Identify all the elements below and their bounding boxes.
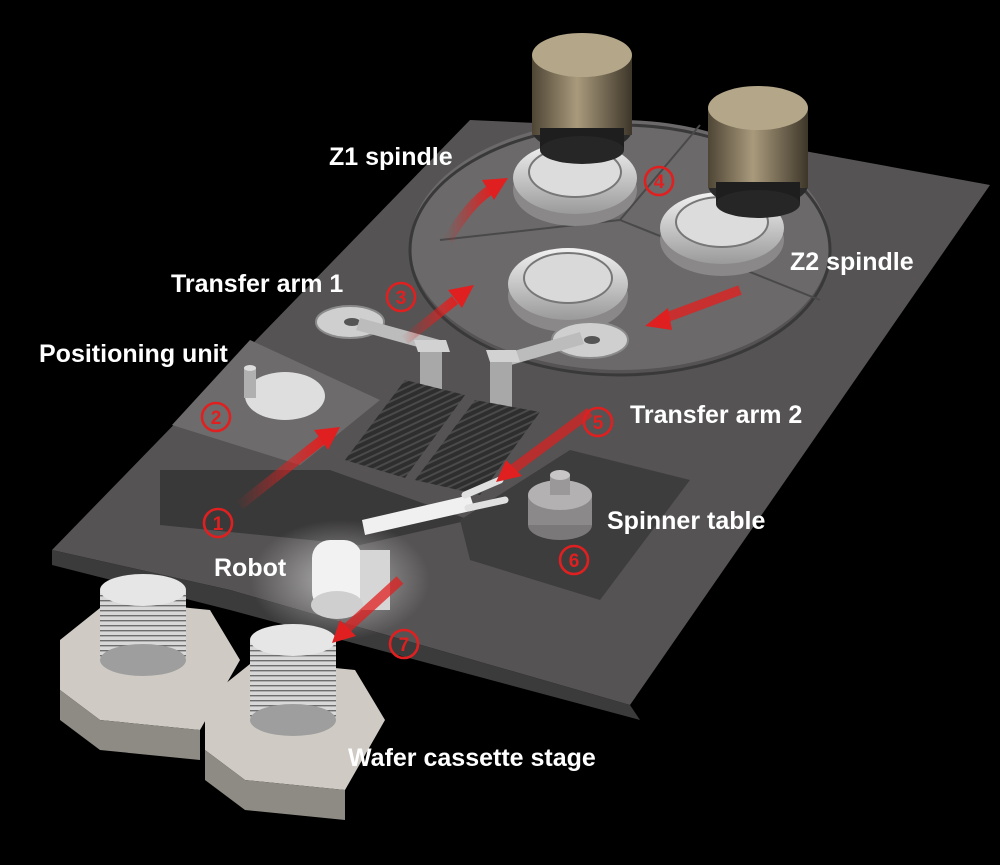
chuck-table-center xyxy=(508,248,628,332)
flow-arrows xyxy=(236,178,742,643)
step-marker-1: 1 xyxy=(202,507,234,539)
step-number-7: 7 xyxy=(399,635,410,656)
z2-spindle xyxy=(708,86,808,218)
spinner-table xyxy=(528,470,592,540)
step-marker-4: 4 xyxy=(643,165,675,197)
label-z1-spindle: Z1 spindle xyxy=(329,143,453,171)
step-marker-7: 7 xyxy=(388,628,420,660)
step-number-6: 6 xyxy=(569,551,580,572)
step-marker-6: 6 xyxy=(558,544,590,576)
label-spinner-table: Spinner table xyxy=(607,507,765,535)
step-number-3: 3 xyxy=(396,288,407,309)
step-number-4: 4 xyxy=(654,172,665,193)
step-number-2: 2 xyxy=(211,408,222,429)
label-transfer-arm-2: Transfer arm 2 xyxy=(630,401,802,429)
step-marker-2: 2 xyxy=(200,401,232,433)
z1-spindle xyxy=(532,33,632,164)
step-marker-5: 5 xyxy=(582,406,614,438)
label-transfer-arm-1: Transfer arm 1 xyxy=(171,270,343,298)
step-number-1: 1 xyxy=(213,514,224,535)
transfer-arm-1 xyxy=(315,305,450,395)
label-robot: Robot xyxy=(214,554,287,582)
label-z2-spindle: Z2 spindle xyxy=(790,248,914,276)
step-marker-3: 3 xyxy=(385,281,417,313)
label-positioning-unit: Positioning unit xyxy=(39,340,229,368)
label-wafer-cassette-stage: Wafer cassette stage xyxy=(348,744,596,772)
transfer-arm-2 xyxy=(486,321,629,410)
positioning-unit xyxy=(244,365,325,420)
transfer-rails xyxy=(345,380,540,495)
wafer-cassette-stage xyxy=(60,574,385,820)
step-number-5: 5 xyxy=(593,413,604,434)
